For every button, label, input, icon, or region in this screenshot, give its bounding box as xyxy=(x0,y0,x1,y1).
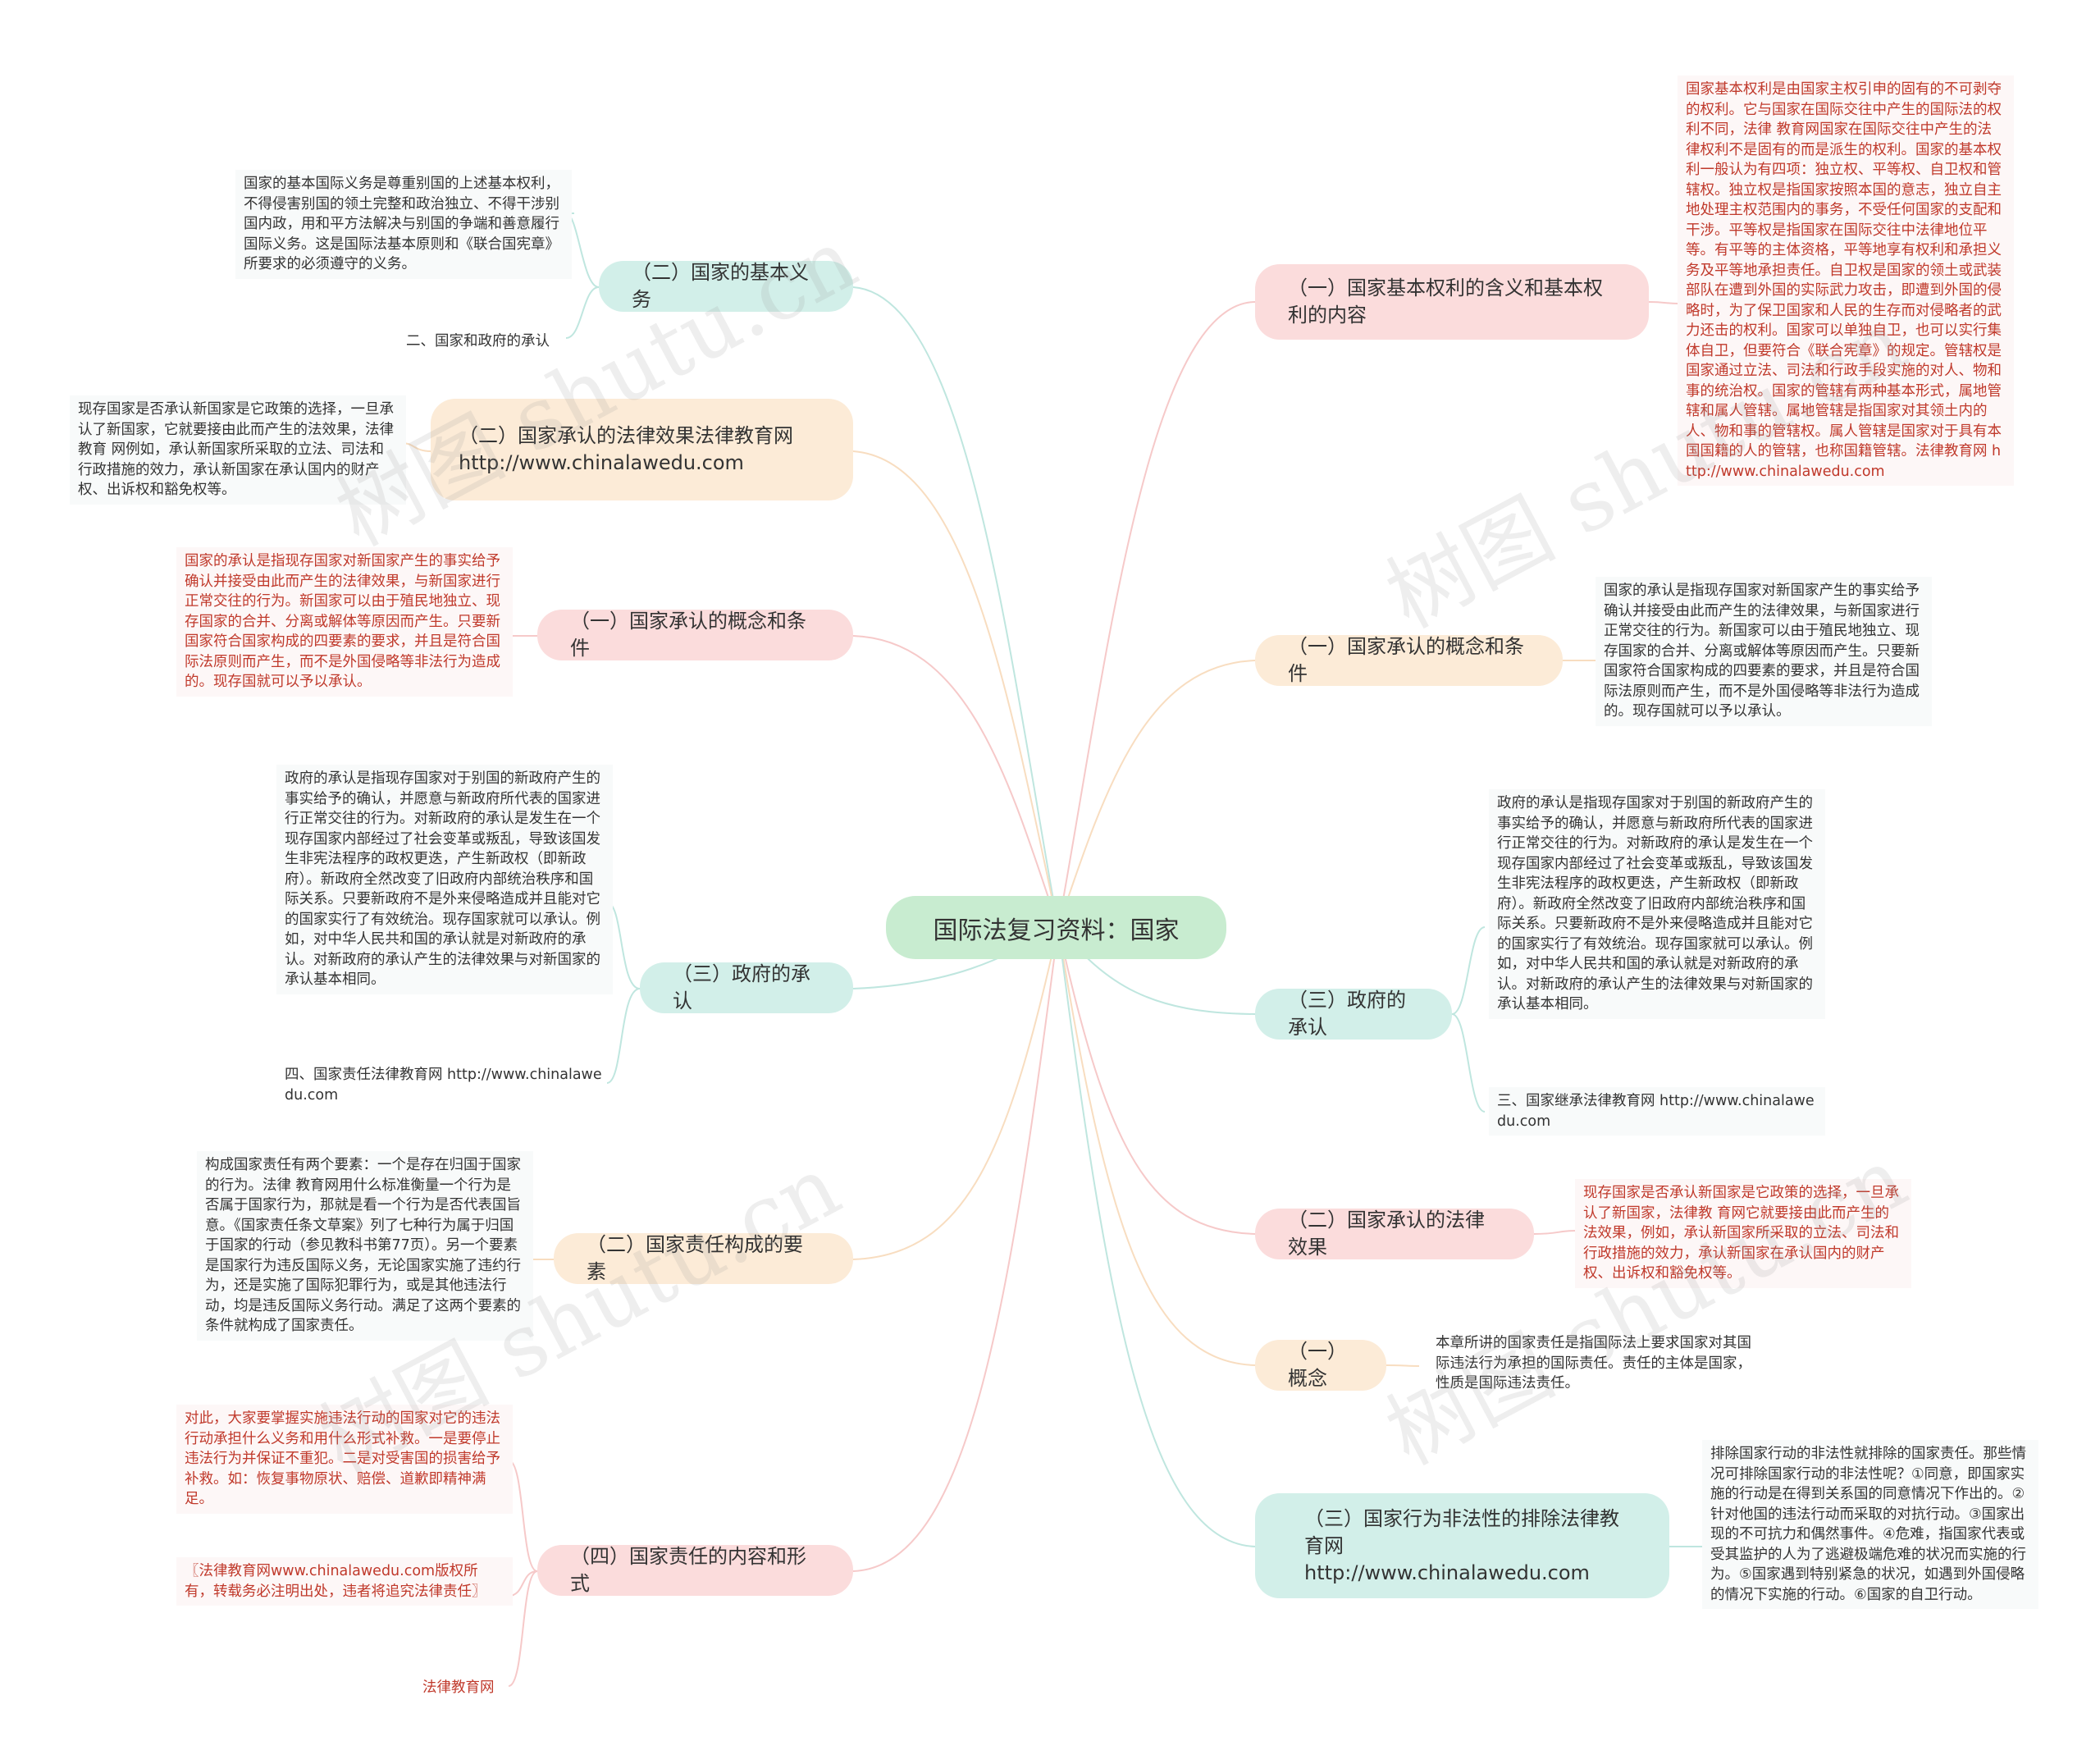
leaf-responsibility-elements-text: 构成国家责任有两个要素：一个是存在归国于国家的行为。法律 教育网用什么标准衡量一… xyxy=(197,1151,533,1341)
branch-right-recognition-legal-effect[interactable]: （二）国家承认的法律效果 xyxy=(1255,1209,1534,1259)
leaf-right-recognition-legal-effect-text: 现存国家是否承认新国家是它政策的选择，一旦承认了新国家，法律教 育网它就要接由此… xyxy=(1575,1179,1911,1288)
branch-left-responsibility-elements[interactable]: （二）国家责任构成的要素 xyxy=(554,1233,853,1284)
branch-left-government-recognition[interactable]: （三）政府的承认 xyxy=(640,962,853,1013)
leaf-recognition-legal-effect-text: 现存国家是否承认新国家是它政策的选择，一旦承认了新国家，它就要接由此而产生的法效… xyxy=(70,395,406,505)
branch-right-recognition-concept[interactable]: （一）国家承认的概念和条件 xyxy=(1255,635,1563,686)
leaf-state-succession-heading: 三、国家继承法律教育网 http://www.chinalawedu.com xyxy=(1489,1087,1825,1136)
branch-left-responsibility-content[interactable]: （四）国家责任的内容和形式 xyxy=(537,1545,853,1596)
leaf-government-recognition-text: 政府的承认是指现存国家对于别国的新政府产生的事实给予的确认，并愿意与新政府所代表… xyxy=(276,765,613,994)
root-topic[interactable]: 国际法复习资料：国家 xyxy=(886,896,1226,959)
branch-right-government-recognition[interactable]: （三）政府的承认 xyxy=(1255,989,1452,1040)
leaf-responsibility-content-text: 对此，大家要掌握实施违法行动的国家对它的违法行动承担什么义务和用什么形式补救。一… xyxy=(176,1405,513,1514)
leaf-right-government-recognition-text: 政府的承认是指现存国家对于别国的新政府产生的事实给予的确认，并愿意与新政府所代表… xyxy=(1489,789,1825,1019)
leaf-basic-obligations-text: 国家的基本国际义务是尊重别国的上述基本权利，不得侵害别国的领土完整和政治独立、不… xyxy=(235,170,572,279)
leaf-copyright-notice: 〖法律教育网www.chinalawedu.com版权所有，转载务必注明出处，违… xyxy=(176,1557,513,1606)
branch-right-basic-rights[interactable]: （一）国家基本权利的含义和基本权利的内容 xyxy=(1255,264,1649,340)
leaf-right-recognition-concept-text: 国家的承认是指现存国家对新国家产生的事实给予确认并接受由此而产生的法律效果，与新… xyxy=(1596,577,1932,726)
branch-right-exclusion-illegality[interactable]: （三）国家行为非法性的排除法律教育网 http://www.chinalawed… xyxy=(1255,1493,1669,1598)
leaf-basic-rights-text: 国家基本权利是由国家主权引申的固有的不可剥夺的权利。它与国家在国际交往中产生的国… xyxy=(1678,75,2014,486)
branch-left-recognition-concept[interactable]: （一）国家承认的概念和条件 xyxy=(537,610,853,660)
branch-right-concept[interactable]: （一）概念 xyxy=(1255,1340,1386,1391)
leaf-chinalawedu-label: 法律教育网 xyxy=(422,1679,495,1696)
branch-left-basic-obligations[interactable]: （二）国家的基本义务 xyxy=(599,261,853,312)
leaf-state-government-recognition-heading: 二、国家和政府的承认 xyxy=(406,333,550,350)
branch-left-recognition-legal-effect[interactable]: （二）国家承认的法律效果法律教育网 http://www.chinalawedu… xyxy=(431,399,853,500)
leaf-state-responsibility-heading: 四、国家责任法律教育网 http://www.chinalawedu.com xyxy=(285,1067,602,1104)
leaf-concept-text: 本章所讲的国家责任是指国际法上要求国家对其国际违法行为承担的国际责任。责任的主体… xyxy=(1436,1335,1751,1392)
leaf-recognition-concept-text: 国家的承认是指现存国家对新国家产生的事实给予确认并接受由此而产生的法律效果，与新… xyxy=(176,547,513,697)
leaf-exclusion-illegality-text: 排除国家行动的非法性就排除的国家责任。那些情况可排除国家行动的非法性呢？①同意，… xyxy=(1702,1440,2038,1609)
